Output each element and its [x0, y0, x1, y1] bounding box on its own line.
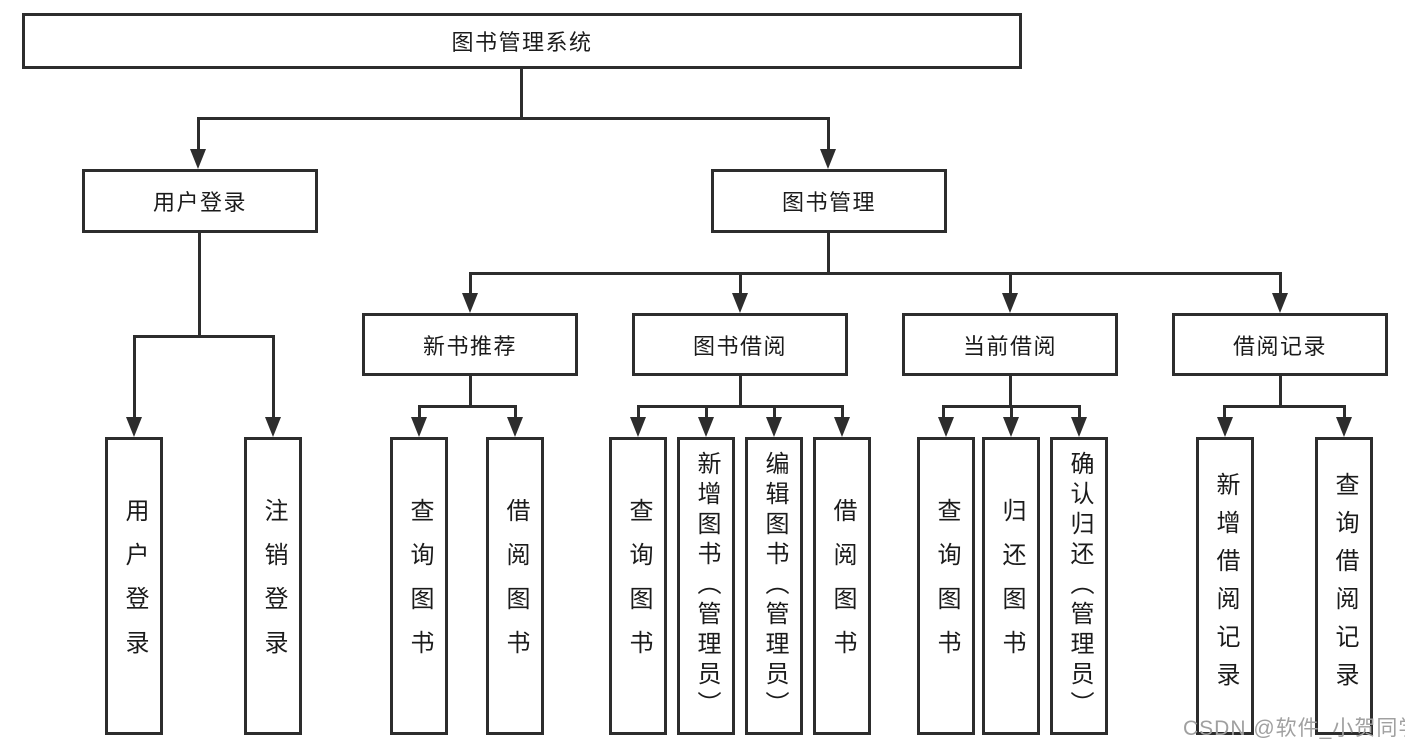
node-book-management: 图书管理 [711, 169, 947, 233]
connector-line [198, 117, 830, 120]
leaf-record-add-borrow-record: 新增借阅记录 [1196, 437, 1254, 735]
connector-line [1343, 405, 1346, 419]
leaf-current-return-books: 归还图书 [982, 437, 1040, 735]
connector-line [272, 335, 275, 419]
arrowhead-icon [698, 417, 714, 437]
connector-line [1223, 405, 1345, 408]
node-borrow-record: 借阅记录 [1172, 313, 1388, 376]
node-book-borrow-label: 图书借阅 [692, 333, 787, 359]
leaf-borrow-edit-books-admin-label: 编辑图书（管理员） [761, 451, 788, 721]
connector-line [418, 405, 421, 419]
connector-line [198, 233, 201, 335]
connector-line [827, 117, 830, 151]
node-current-borrow-label: 当前借阅 [962, 333, 1057, 359]
arrowhead-icon [938, 417, 954, 437]
connector-line [705, 405, 708, 419]
leaf-recommend-query-books-label: 查询图书 [406, 498, 433, 674]
arrowhead-icon [1003, 417, 1019, 437]
connector-line [1009, 376, 1012, 407]
leaf-borrow-add-books-admin-label: 新增图书（管理员） [693, 451, 720, 721]
leaf-recommend-borrow-books: 借阅图书 [486, 437, 544, 735]
arrowhead-icon [630, 417, 646, 437]
leaf-record-query-borrow-record-label: 查询借阅记录 [1331, 472, 1358, 700]
connector-line [469, 376, 472, 407]
connector-line [1010, 405, 1013, 419]
leaf-user-login: 用户登录 [105, 437, 163, 735]
connector-line [1078, 405, 1081, 419]
leaf-recommend-borrow-books-label: 借阅图书 [502, 498, 529, 674]
arrowhead-icon [732, 293, 748, 313]
connector-line [133, 335, 136, 419]
node-new-book-recommend: 新书推荐 [362, 313, 578, 376]
node-current-borrow: 当前借阅 [902, 313, 1118, 376]
leaf-borrow-borrow-books: 借阅图书 [813, 437, 871, 735]
arrowhead-icon [1336, 417, 1352, 437]
connector-line [514, 405, 517, 419]
connector-line [418, 405, 517, 408]
connector-line [133, 335, 275, 338]
arrowhead-icon [766, 417, 782, 437]
leaf-current-query-books: 查询图书 [917, 437, 975, 735]
connector-line [739, 376, 742, 407]
arrowhead-icon [507, 417, 523, 437]
arrowhead-icon [834, 417, 850, 437]
node-borrow-record-label: 借阅记录 [1232, 333, 1327, 359]
arrowhead-icon [265, 417, 281, 437]
leaf-borrow-query-books: 查询图书 [609, 437, 667, 735]
leaf-recommend-query-books: 查询图书 [390, 437, 448, 735]
arrowhead-icon [1217, 417, 1233, 437]
arrowhead-icon [820, 149, 836, 169]
arrowhead-icon [1002, 293, 1018, 313]
connector-line [469, 272, 472, 295]
connector-line [1279, 376, 1282, 407]
node-root: 图书管理系统 [22, 13, 1022, 69]
leaf-logout-login-label: 注销登录 [260, 498, 287, 674]
connector-line [520, 69, 523, 117]
connector-line [841, 405, 844, 419]
leaf-logout-login: 注销登录 [244, 437, 302, 735]
node-user-login: 用户登录 [82, 169, 318, 233]
node-user-login-label: 用户登录 [152, 190, 247, 215]
connector-line [1223, 405, 1226, 419]
arrowhead-icon [462, 293, 478, 313]
arrowhead-icon [411, 417, 427, 437]
arrowhead-icon [1071, 417, 1087, 437]
connector-line [197, 117, 200, 151]
leaf-borrow-add-books-admin: 新增图书（管理员） [677, 437, 735, 735]
arrowhead-icon [1272, 293, 1288, 313]
connector-line [469, 272, 1281, 275]
leaf-borrow-borrow-books-label: 借阅图书 [829, 498, 856, 674]
leaf-borrow-query-books-label: 查询图书 [625, 498, 652, 674]
leaf-record-query-borrow-record: 查询借阅记录 [1315, 437, 1373, 735]
node-root-label: 图书管理系统 [451, 30, 593, 55]
arrowhead-icon [126, 417, 142, 437]
connector-line [827, 233, 830, 272]
leaf-current-query-books-label: 查询图书 [933, 498, 960, 674]
leaf-current-confirm-return-admin: 确认归还（管理员） [1050, 437, 1108, 735]
leaf-current-confirm-return-admin-label: 确认归还（管理员） [1066, 451, 1093, 721]
node-book-management-label: 图书管理 [781, 190, 876, 215]
connector-line [1279, 272, 1282, 295]
node-book-borrow: 图书借阅 [632, 313, 848, 376]
leaf-borrow-edit-books-admin: 编辑图书（管理员） [745, 437, 803, 735]
csdn-watermark: CSDN @软件_小贺同学 [1183, 717, 1405, 740]
connector-line [773, 405, 776, 419]
connector-line [942, 405, 945, 419]
connector-line [1009, 272, 1012, 295]
leaf-user-login-label: 用户登录 [121, 498, 148, 674]
leaf-record-add-borrow-record-label: 新增借阅记录 [1212, 472, 1239, 700]
connector-line [637, 405, 844, 408]
node-new-book-recommend-label: 新书推荐 [422, 333, 517, 359]
arrowhead-icon [190, 149, 206, 169]
leaf-current-return-books-label: 归还图书 [998, 498, 1025, 674]
connector-line [739, 272, 742, 295]
connector-line [637, 405, 640, 419]
